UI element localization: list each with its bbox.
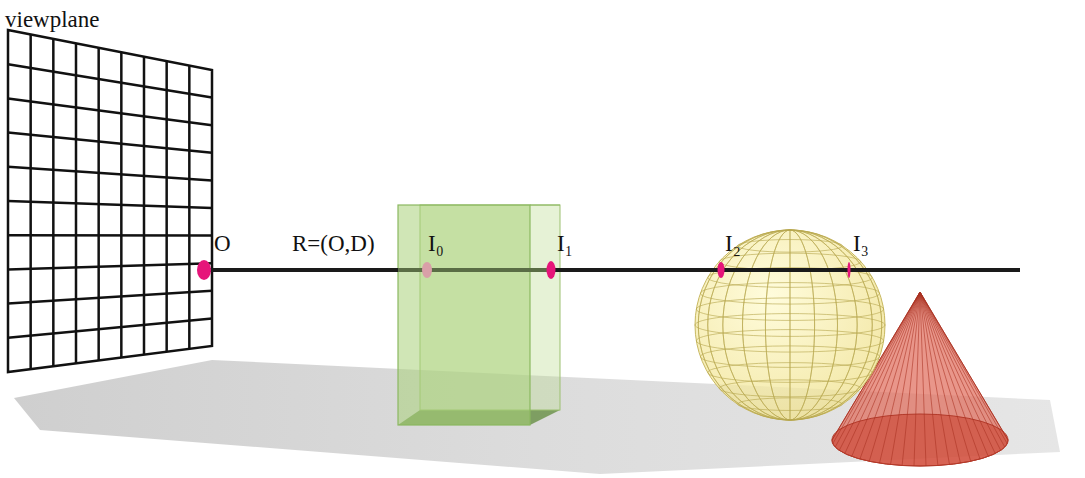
viewplane-label: viewplane — [5, 8, 100, 31]
grid-line — [8, 98, 212, 125]
cone-ruling — [920, 292, 960, 463]
cone-ruling — [914, 292, 920, 466]
cone-ruling — [920, 292, 988, 456]
grid-line — [8, 263, 212, 269]
cone-ruling — [920, 292, 1005, 447]
cone-ruling — [920, 292, 1001, 450]
intersection-label: I₁ — [557, 232, 573, 255]
cone-ruling — [920, 292, 980, 459]
cone-ruling — [920, 292, 1007, 444]
intersection-label: I₃ — [853, 232, 869, 255]
sphere-longitude — [743, 230, 838, 420]
intersection-label: I₀ — [428, 232, 444, 255]
intersection-label: I₂ — [725, 232, 741, 255]
viewplane-grid — [8, 30, 212, 372]
grid-line — [8, 291, 212, 304]
intersection-point — [547, 261, 556, 279]
sphere-longitude — [765, 230, 814, 420]
grid-line — [8, 201, 212, 208]
sphere-longitude — [708, 230, 873, 420]
intersection-point — [718, 262, 725, 278]
grid-line — [8, 234, 212, 237]
sphere-longitude — [708, 230, 873, 420]
sphere-longitude — [765, 230, 814, 420]
ray-inside-box — [398, 268, 551, 272]
intersection-point — [422, 262, 432, 278]
origin-label: O — [214, 232, 231, 255]
ray-line — [204, 268, 1020, 272]
grid-line — [8, 64, 212, 97]
sphere — [695, 230, 885, 420]
sphere-longitude — [698, 230, 882, 420]
sphere-longitude — [698, 230, 882, 420]
sphere-longitude — [790, 230, 791, 420]
grid-line — [8, 318, 212, 337]
viewplane-frame — [8, 30, 212, 372]
cone-ruling — [880, 292, 920, 463]
grid-line — [8, 133, 212, 153]
transparent-box — [398, 205, 560, 425]
sphere-longitude — [723, 230, 857, 420]
cone-ruling — [920, 292, 995, 454]
cone-ruling — [920, 292, 1008, 440]
cone-ruling — [891, 292, 920, 464]
ray-label: R=(O,D) — [292, 232, 375, 255]
intersection-point — [848, 262, 851, 278]
grid-line — [8, 167, 212, 181]
sphere-longitude — [723, 230, 857, 420]
cone-ruling — [902, 292, 920, 465]
sphere-longitude — [743, 230, 838, 420]
origin-point — [197, 260, 211, 280]
